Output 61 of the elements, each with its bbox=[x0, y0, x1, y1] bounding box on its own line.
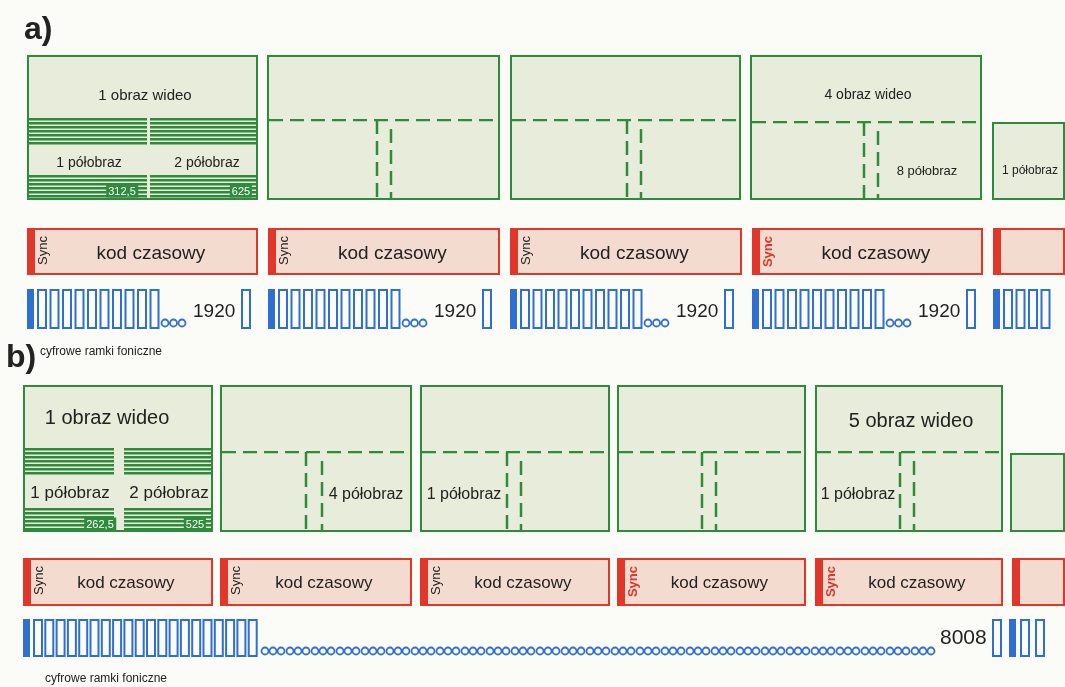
timecode-label: kod czasowy bbox=[275, 573, 373, 591]
sync-label: Sync bbox=[824, 566, 837, 598]
timecode-label: kod czasowy bbox=[474, 573, 572, 591]
sync-label: Sync bbox=[626, 566, 639, 598]
field-label: 1 półobraz bbox=[426, 486, 502, 502]
sample-count: 1920 bbox=[676, 300, 719, 320]
video-frame-box bbox=[510, 55, 741, 200]
sync-label: Sync bbox=[36, 235, 49, 265]
timecode-label: kod czasowy bbox=[96, 242, 206, 261]
timecode-box bbox=[993, 228, 1065, 275]
field-label: 1 półobraz bbox=[54, 154, 124, 170]
panel-letter: b) bbox=[6, 340, 37, 372]
field-label: 1 półobraz bbox=[820, 486, 896, 502]
sync-label: Sync bbox=[229, 566, 242, 595]
timecode-box bbox=[1012, 558, 1065, 606]
video-frame-box bbox=[220, 385, 412, 532]
frame-title: 5 obraz wideo bbox=[848, 410, 974, 430]
timecode-box bbox=[220, 558, 412, 606]
video-frame-box bbox=[1010, 453, 1065, 532]
timecode-box bbox=[510, 228, 742, 275]
timecode-label: kod czasowy bbox=[868, 573, 966, 591]
sync-label: Sync bbox=[519, 235, 532, 265]
video-frame-box bbox=[750, 55, 982, 200]
frame-title: 4 obraz wideo bbox=[824, 87, 912, 101]
video-frame-box bbox=[815, 385, 1003, 532]
field-label: 2 półobraz bbox=[172, 154, 242, 170]
timecode-label: kod czasowy bbox=[670, 573, 769, 591]
timecode-box bbox=[752, 228, 983, 275]
panel-letter: a) bbox=[24, 12, 53, 44]
video-frame-box bbox=[617, 385, 806, 532]
field-label: 8 półobraz bbox=[896, 163, 958, 177]
video-frame-box bbox=[420, 385, 610, 532]
timecode-box bbox=[815, 558, 1003, 606]
sample-count: 1920 bbox=[918, 300, 961, 320]
video-frame-box bbox=[267, 55, 500, 200]
sample-count: 8008 bbox=[940, 625, 987, 647]
line-count: 625 bbox=[229, 184, 253, 198]
timecode-label: kod czasowy bbox=[77, 573, 175, 591]
field-label: 4 półobraz bbox=[328, 486, 404, 502]
sync-label: Sync bbox=[429, 566, 442, 595]
sync-label: Sync bbox=[277, 235, 290, 265]
timecode-label: kod czasowy bbox=[338, 242, 447, 261]
timecode-box bbox=[420, 558, 610, 606]
sample-count: 1920 bbox=[434, 300, 477, 320]
video-frame-box bbox=[992, 122, 1065, 200]
caption: cyfrowe ramki foniczne bbox=[45, 672, 168, 684]
timecode-box bbox=[268, 228, 500, 275]
caption: cyfrowe ramki foniczne bbox=[40, 345, 163, 357]
timecode-label: kod czasowy bbox=[580, 242, 689, 261]
video-frame-box bbox=[27, 55, 258, 200]
timecode-box bbox=[23, 558, 213, 606]
timecode-box bbox=[617, 558, 806, 606]
line-count: 525 bbox=[183, 517, 207, 531]
sync-label: Sync bbox=[32, 566, 45, 595]
video-frame-box bbox=[23, 385, 213, 532]
sample-count: 1920 bbox=[193, 300, 236, 320]
timecode-label: kod czasowy bbox=[821, 242, 931, 261]
timecode-box bbox=[27, 228, 258, 275]
line-count: 312,5 bbox=[106, 184, 138, 198]
field-label: 1 półobraz bbox=[1002, 164, 1058, 176]
sync-label: Sync bbox=[761, 235, 774, 267]
